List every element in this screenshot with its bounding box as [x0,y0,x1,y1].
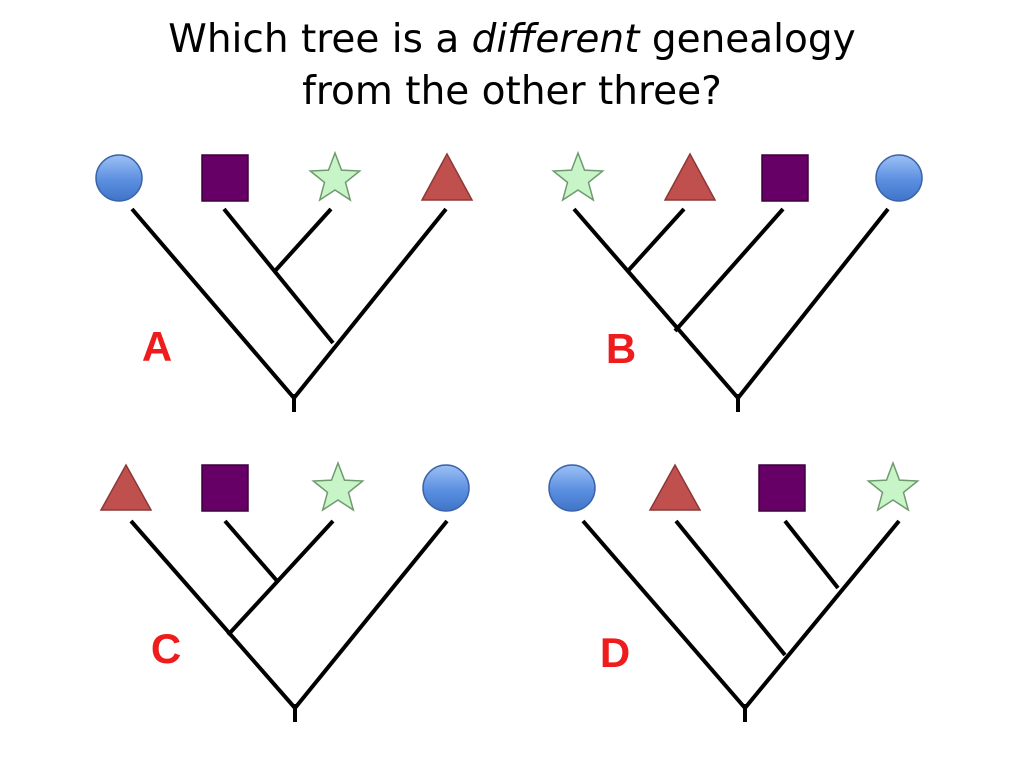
circle-icon [422,464,470,512]
tree-d-branches [581,519,901,722]
star-icon [551,150,605,202]
square-icon [201,464,249,512]
tree-b: B [551,150,923,412]
star-icon [311,460,365,512]
title-line-1: Which tree is a different genealogy [0,14,1024,66]
tree-label-a: A [142,323,172,370]
square-icon [201,154,249,202]
tree-label-b: B [606,325,636,372]
tree-d: D [548,460,920,722]
square-icon [761,154,809,202]
title-text-after: genealogy [639,17,856,62]
triangle-icon [420,152,474,201]
tree-c-branches [129,519,449,722]
title-emphasis: different [471,17,640,62]
tree-label-c: C [151,625,181,672]
tree-c: C [99,460,470,722]
triangle-icon [663,152,717,201]
circle-icon [875,154,923,202]
circle-icon [95,154,143,202]
circle-icon [548,464,596,512]
tree-a: A [95,150,474,412]
tree-label-d: D [600,629,630,676]
slide-title: Which tree is a different genealogy from… [0,14,1024,118]
tree-b-branches [572,207,890,412]
title-text-before: Which tree is a [168,17,472,62]
star-icon [866,460,920,512]
star-icon [308,150,362,202]
triangle-icon [99,463,153,511]
tree-a-branches [130,207,448,412]
square-icon [758,464,806,512]
title-line-2: from the other three? [302,69,722,114]
triangle-icon [648,463,702,511]
